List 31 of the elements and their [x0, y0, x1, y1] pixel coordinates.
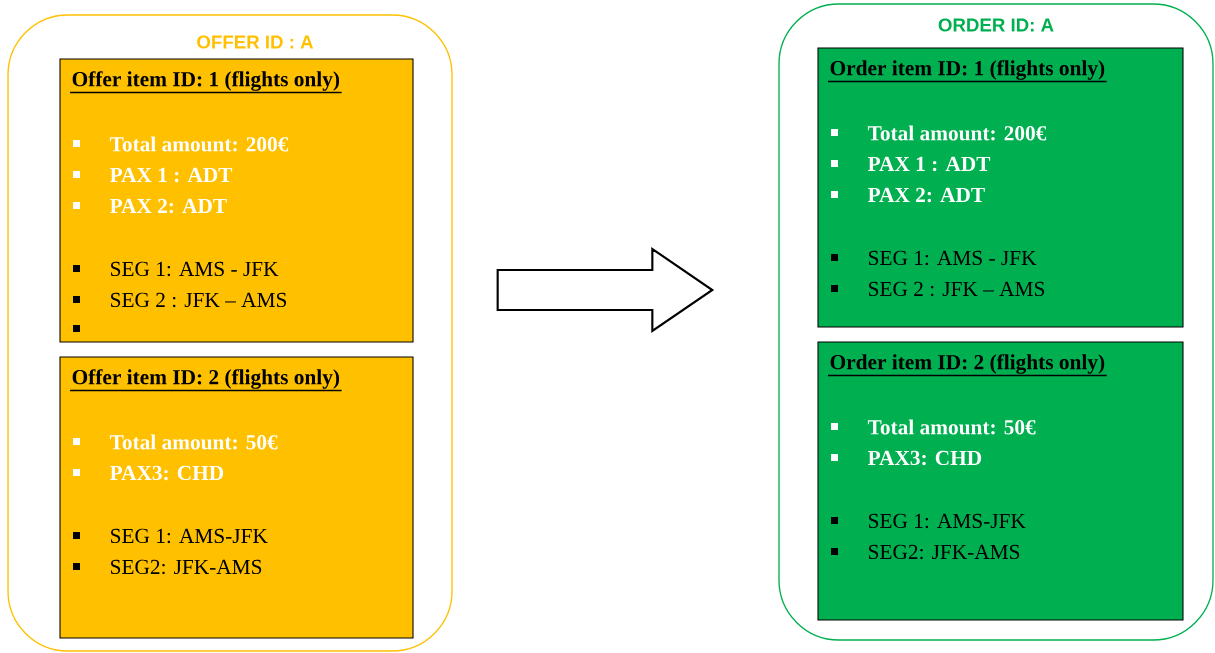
- list-item: Total amount: 200€: [73, 136, 289, 152]
- list-item: Total amount: 200€: [831, 125, 1047, 141]
- item-box: [817, 341, 1184, 621]
- list-item: SEG 2 : JFK – AMS: [831, 281, 1045, 297]
- list-item: SEG 1: AMS - JFK: [831, 250, 1037, 266]
- list-item: PAX 1 : ADT: [73, 167, 233, 183]
- item-box: [817, 47, 1184, 328]
- item-box: [59, 58, 414, 343]
- panel: [778, 3, 1214, 641]
- item-heading: Offer item ID: 2 (flights only): [69, 369, 343, 392]
- list-item: SEG2: JFK-AMS: [831, 544, 1020, 560]
- list-item: SEG 1: AMS-JFK: [831, 513, 1026, 529]
- list-item: SEG 2 : JFK – AMS: [73, 292, 287, 308]
- list-item: PAX 2: ADT: [73, 198, 227, 214]
- item-heading: Offer item ID: 1 (flights only): [69, 71, 343, 94]
- list-item: PAX 2: ADT: [831, 187, 985, 203]
- item-heading: Order item ID: 2 (flights only): [827, 354, 1108, 377]
- list-item: PAX 1 : ADT: [831, 156, 991, 172]
- item-heading: Order item ID: 1 (flights only): [827, 60, 1108, 83]
- item-box: [59, 356, 414, 639]
- list-item: Total amount: 50€: [73, 434, 278, 450]
- block-arrow: [496, 247, 715, 333]
- list-item: SEG2: JFK-AMS: [73, 559, 262, 575]
- list-item: SEG 1: AMS - JFK: [73, 261, 279, 277]
- panel: [7, 14, 453, 652]
- panel-title: OFFER ID : A: [197, 35, 314, 49]
- list-item: SEG 1: AMS-JFK: [73, 528, 268, 544]
- list-item: PAX3: CHD: [831, 450, 982, 466]
- panel-title: ORDER ID: A: [938, 18, 1054, 32]
- list-item: PAX3: CHD: [73, 465, 224, 481]
- list-item: Total amount: 50€: [831, 419, 1036, 435]
